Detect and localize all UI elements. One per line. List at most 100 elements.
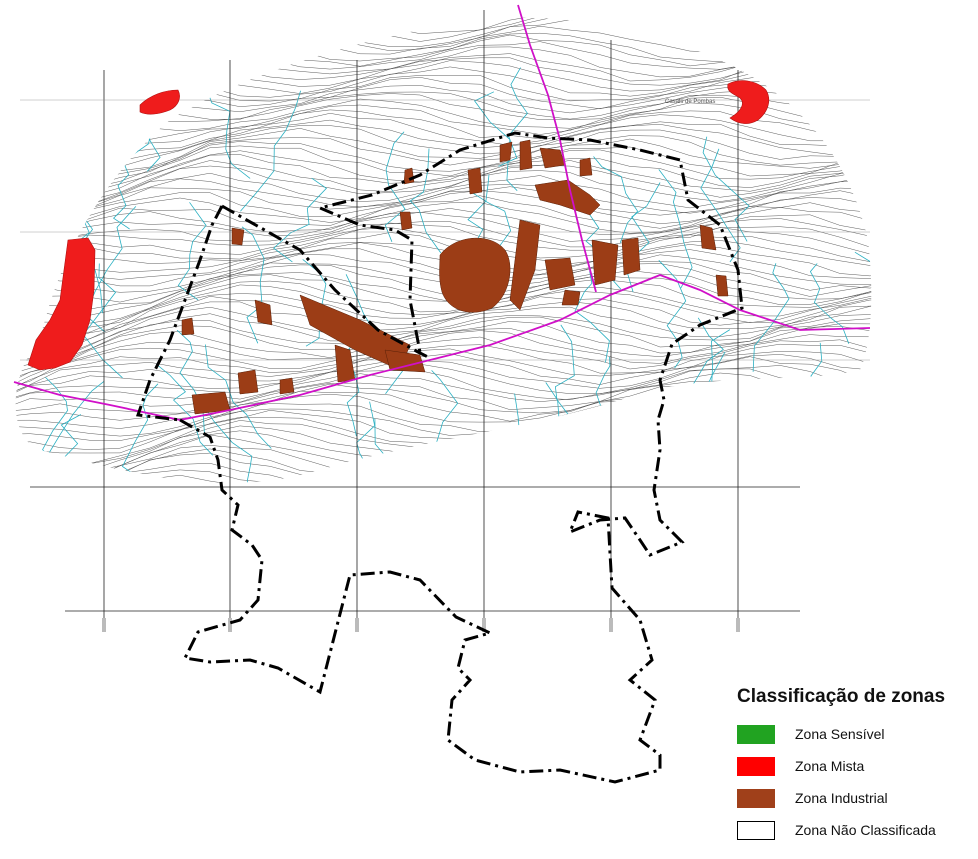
contour-line — [15, 17, 872, 54]
zona-mista-areas — [27, 80, 770, 371]
contour-line — [15, 240, 872, 273]
contour-line — [15, 389, 872, 429]
stream-line — [42, 377, 68, 471]
legend-swatch-sensivel — [737, 724, 775, 744]
legend-swatch-mista — [737, 756, 775, 776]
zona-industrial-area — [439, 237, 511, 313]
zona-industrial-area — [715, 274, 729, 297]
stream-line — [702, 136, 750, 242]
contour-line — [15, 363, 872, 402]
zona-industrial-areas — [181, 139, 729, 415]
grid-tick-mark — [228, 618, 232, 632]
stream-line — [658, 169, 693, 289]
zona-industrial-area — [509, 219, 541, 311]
legend-swatch-industrial — [737, 788, 775, 808]
stream-line — [700, 148, 741, 263]
contour-line — [15, 383, 872, 421]
contour-line — [15, 19, 872, 75]
contour-line — [15, 414, 872, 466]
stream-line — [658, 260, 687, 369]
stream-line — [626, 182, 661, 293]
stream-line — [498, 67, 528, 167]
grid-tick-mark — [482, 618, 486, 632]
grid-coordinate-ticks — [102, 618, 740, 632]
stream-line — [241, 226, 265, 344]
zona-industrial-area — [467, 167, 483, 195]
legend-item-zona-sensivel: Zona Sensível — [737, 724, 975, 744]
zona-industrial-area — [334, 344, 356, 383]
contour-line — [15, 462, 872, 483]
contour-line — [15, 425, 872, 480]
legend-item-zona-industrial: Zona Industrial — [737, 788, 975, 808]
grid-tick-mark — [609, 618, 613, 632]
contour-line — [15, 174, 872, 239]
zona-industrial-area — [181, 317, 195, 336]
stream-line — [240, 90, 301, 212]
stream-line — [554, 324, 575, 419]
contour-line — [15, 232, 872, 269]
stream-line — [541, 382, 579, 472]
contour-line — [15, 313, 872, 372]
stream-line — [854, 251, 872, 351]
contour-line — [15, 296, 872, 352]
stream-line — [809, 263, 850, 344]
stream-line — [473, 91, 518, 191]
contour-line — [15, 420, 872, 472]
contour-line — [15, 195, 872, 250]
road-main — [13, 274, 871, 421]
zona-industrial-area — [254, 299, 273, 326]
stream-line — [704, 329, 731, 439]
contour-line — [15, 356, 872, 401]
contour-line — [15, 17, 872, 63]
legend-title: Classificação de zonas — [737, 686, 946, 707]
stream-line — [31, 381, 105, 483]
zona-industrial-area — [579, 157, 593, 177]
contour-line — [15, 348, 872, 398]
stream-line — [810, 342, 833, 453]
stream-line — [70, 155, 98, 249]
place-label: Casais de Pombas — [665, 99, 715, 105]
contour-line — [15, 270, 872, 317]
legend-item-zona-nao-classificada: Zona Não Classificada — [737, 820, 975, 840]
contour-line — [15, 254, 872, 293]
contour-line — [15, 452, 872, 483]
contour-line — [15, 353, 872, 398]
zona-industrial-area — [499, 141, 513, 163]
grid-tick-mark — [736, 618, 740, 632]
contour-line — [15, 135, 872, 182]
contour-line — [15, 190, 872, 248]
zona-industrial-area — [699, 224, 717, 251]
road-lines — [13, 4, 871, 421]
contour-line — [15, 263, 872, 310]
contour-line — [15, 455, 872, 483]
stream-line — [48, 68, 73, 184]
stream-line — [595, 356, 638, 459]
zona-mista-area — [727, 80, 770, 124]
stream-line — [121, 383, 159, 480]
legend-label: Zona Industrial — [795, 790, 888, 806]
contour-line — [15, 149, 872, 204]
zona-industrial-area — [384, 349, 426, 373]
contour-line — [15, 336, 872, 391]
contour-line — [15, 330, 872, 391]
contour-line — [15, 248, 872, 287]
zona-industrial-area — [561, 289, 581, 306]
contour-line — [15, 429, 872, 483]
contour-line — [15, 160, 872, 215]
stream-line — [425, 370, 459, 471]
contour-line — [15, 165, 872, 221]
stream-line — [374, 418, 406, 483]
contour-line — [15, 300, 872, 359]
contour-line — [15, 343, 872, 395]
zona-industrial-area — [621, 237, 641, 276]
contour-line — [15, 326, 872, 388]
zona-industrial-area — [399, 211, 413, 231]
stream-line — [752, 263, 790, 372]
legend-item-zona-mista: Zona Mista — [737, 756, 975, 776]
contour-line — [15, 222, 872, 260]
contour-line — [15, 278, 872, 330]
zona-industrial-area — [403, 167, 415, 185]
contour-line — [15, 242, 872, 280]
contour-line — [15, 305, 872, 362]
grid-tick-mark — [355, 618, 359, 632]
